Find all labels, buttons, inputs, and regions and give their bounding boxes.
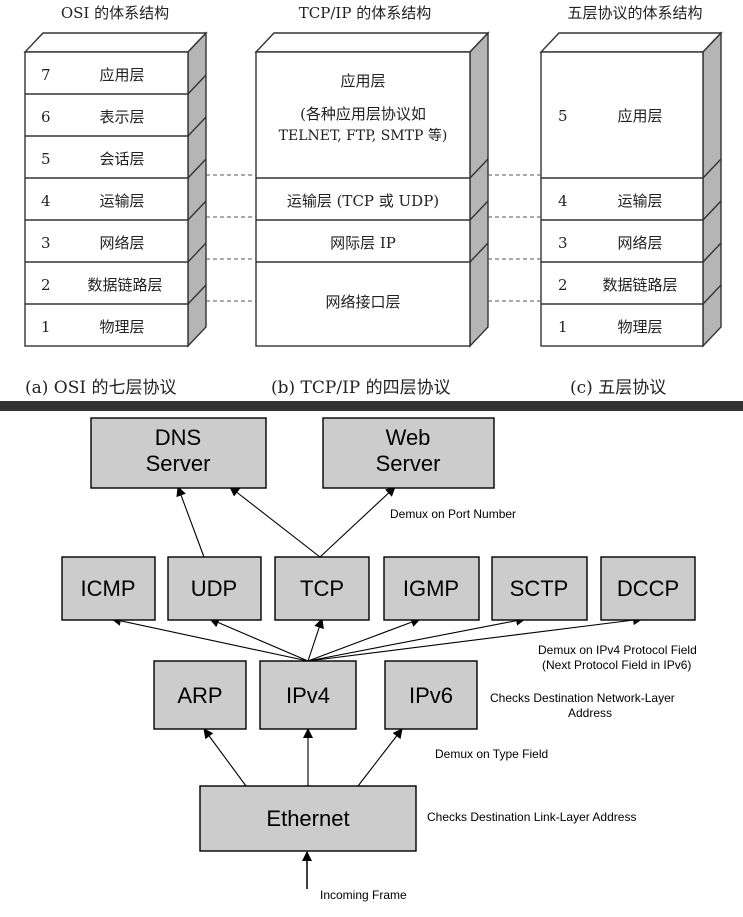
dns-label-2: Server — [146, 451, 211, 476]
ipv4-label: IPv4 — [286, 683, 330, 708]
dns-server-box: DNS Server — [90, 417, 267, 489]
note-proto-2: (Next Protocol Field in IPv6) — [542, 658, 691, 672]
tcp-label: TCP — [300, 576, 344, 601]
five-name-4: 运输层 — [617, 192, 662, 210]
osi-name-1: 物理层 — [99, 318, 144, 336]
arp-label: ARP — [177, 683, 222, 708]
osi-name-4: 运输层 — [99, 192, 144, 210]
five-name-5: 应用层 — [617, 107, 662, 125]
five-header: 五层协议的体系结构 — [567, 4, 702, 22]
sctp-label: SCTP — [510, 576, 569, 601]
five-name-1: 物理层 — [617, 318, 662, 336]
web-server-box: Web Server — [322, 417, 495, 489]
osi-num-4: 4 — [41, 192, 51, 210]
note-linkaddr: Checks Destination Link-Layer Address — [427, 810, 636, 824]
web-label-2: Server — [376, 451, 441, 476]
tcpip-header: TCP/IP 的体系结构 — [299, 4, 431, 22]
note-port: Demux on Port Number — [390, 507, 516, 521]
five-num-1: 1 — [558, 318, 568, 336]
tcpip-internet: 网际层 IP — [330, 234, 396, 252]
dccp-label: DCCP — [617, 576, 679, 601]
note-frame: Incoming Frame — [320, 888, 407, 902]
osi-name-2: 数据链路层 — [87, 276, 162, 294]
ipv6-label: IPv6 — [409, 683, 453, 708]
five-name-2: 数据链路层 — [602, 276, 677, 294]
note-netaddr-2: Address — [568, 706, 612, 720]
five-num-4: 4 — [558, 192, 568, 210]
osi-num-5: 5 — [41, 150, 51, 168]
layer-correspondence-lines — [206, 174, 541, 302]
osi-num-7: 7 — [41, 66, 51, 84]
ethernet-box: Ethernet — [199, 785, 417, 852]
tcpip-stack: 应用层 (各种应用层协议如 TELNET, FTP, SMTP 等) 运输层 (… — [254, 31, 490, 348]
igmp-label: IGMP — [403, 576, 459, 601]
caption-a: (a) OSI 的七层协议 — [25, 378, 177, 398]
five-num-2: 2 — [558, 276, 568, 294]
osi-header-group: OSI 的体系结构 TCP/IP 的体系结构 五层协议的体系结构 — [61, 4, 703, 22]
demux-arrows — [111, 486, 643, 889]
osi-num-6: 6 — [41, 108, 51, 126]
note-type: Demux on Type Field — [435, 747, 548, 761]
transport-row: ICMP UDP TCP IGMP SCTP DCCP — [61, 556, 696, 621]
tcpip-app: 应用层 — [340, 72, 385, 90]
osi-name-3: 网络层 — [99, 234, 144, 252]
tcpip-netif: 网络接口层 — [325, 293, 400, 311]
osi-name-5: 会话层 — [99, 150, 144, 168]
osi-num-1: 1 — [41, 318, 51, 336]
osi-num-2: 2 — [41, 276, 51, 294]
icmp-label: ICMP — [81, 576, 136, 601]
osi-header: OSI 的体系结构 — [61, 4, 169, 22]
five-name-3: 网络层 — [617, 234, 662, 252]
dns-label-1: DNS — [155, 425, 201, 450]
udp-label: UDP — [191, 576, 237, 601]
osi-name-7: 应用层 — [99, 66, 144, 84]
tcpip-app-note1: (各种应用层协议如 — [300, 105, 426, 123]
tcpip-transport: 运输层 (TCP 或 UDP) — [287, 192, 439, 210]
section-divider — [0, 401, 743, 411]
note-proto-1: Demux on IPv4 Protocol Field — [538, 643, 697, 657]
osi-num-3: 3 — [41, 234, 51, 252]
caption-c: (c) 五层协议 — [570, 378, 666, 398]
five-num-5: 5 — [558, 107, 568, 125]
note-netaddr-1: Checks Destination Network-Layer — [490, 691, 675, 705]
caption-b: (b) TCP/IP 的四层协议 — [271, 378, 451, 398]
ethernet-label: Ethernet — [266, 806, 349, 831]
web-label-1: Web — [386, 425, 431, 450]
five-stack: 5 应用层 4 运输层 3 网络层 2 数据链路层 1 物理层 — [539, 31, 723, 348]
annotations: Demux on Port Number Demux on IPv4 Proto… — [320, 507, 697, 902]
osi-stack: 7 应用层 6 表示层 5 会话层 4 运输层 3 网络层 2 数据链路层 1 … — [23, 31, 208, 348]
tcpip-app-note2: TELNET, FTP, SMTP 等) — [279, 127, 448, 144]
five-num-3: 3 — [558, 234, 568, 252]
osi-name-6: 表示层 — [99, 108, 144, 126]
network-row: ARP IPv4 IPv6 — [153, 660, 478, 730]
